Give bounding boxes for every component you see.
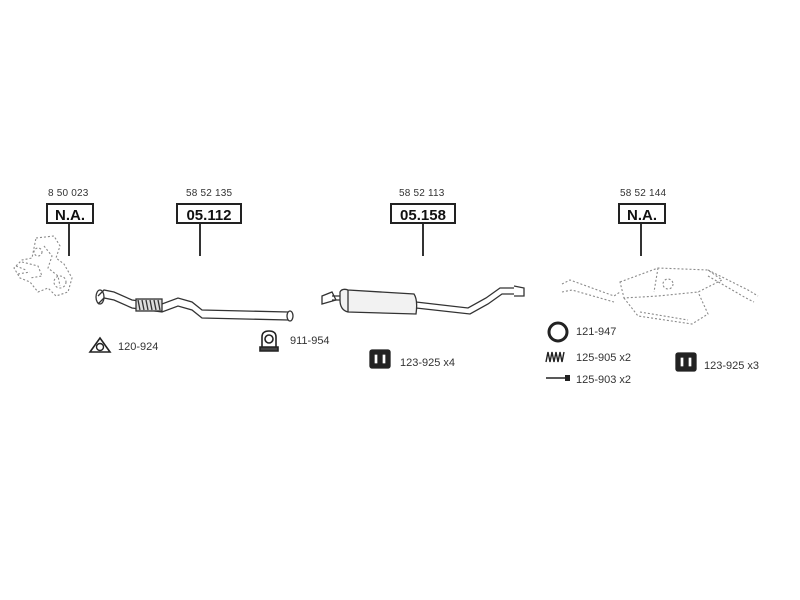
oem-number-front-pipe: 58 52 135 xyxy=(186,188,233,199)
part-code-rear-silencer[interactable]: N.A. xyxy=(618,203,666,224)
clamp-icon[interactable] xyxy=(258,329,280,353)
oem-number-manifold: 8 50 023 xyxy=(48,188,89,199)
rear-silencer-icon[interactable] xyxy=(558,262,764,334)
ring-gasket-icon[interactable] xyxy=(546,320,570,344)
accessory-label-clamp: 911-954 xyxy=(290,335,330,347)
middle-silencer-icon[interactable] xyxy=(318,280,534,328)
rubber-mount-icon[interactable] xyxy=(368,348,392,370)
accessory-label-ring-gasket: 121-947 xyxy=(576,326,617,338)
accessory-label-rubber-mount-x3: 123-925 x3 xyxy=(704,360,760,372)
oem-number-rear-silencer: 58 52 144 xyxy=(620,188,667,199)
gasket-icon[interactable] xyxy=(88,336,112,356)
leader-line-front-pipe xyxy=(199,224,201,256)
accessory-label-spring: 125-905 x2 xyxy=(576,352,632,364)
leader-line-manifold xyxy=(68,224,70,256)
bolt-icon[interactable] xyxy=(544,374,572,382)
spring-icon[interactable] xyxy=(544,350,566,364)
part-code-middle-silencer[interactable]: 05.158 xyxy=(390,203,456,224)
accessory-label-bolt: 125-903 x2 xyxy=(576,374,632,386)
part-code-front-pipe[interactable]: 05.112 xyxy=(176,203,242,224)
leader-line-rear-silencer xyxy=(640,224,642,256)
oem-number-middle-silencer: 58 52 113 xyxy=(399,188,445,199)
leader-line-middle-silencer xyxy=(422,224,424,256)
part-code-manifold[interactable]: N.A. xyxy=(46,203,94,224)
accessory-label-gasket: 120-924 xyxy=(118,341,159,353)
manifold-icon[interactable] xyxy=(8,232,80,300)
rubber-mount-icon[interactable] xyxy=(674,351,698,373)
front-pipe-icon[interactable] xyxy=(92,282,302,324)
accessory-label-rubber-mount-x4: 123-925 x4 xyxy=(400,357,456,369)
